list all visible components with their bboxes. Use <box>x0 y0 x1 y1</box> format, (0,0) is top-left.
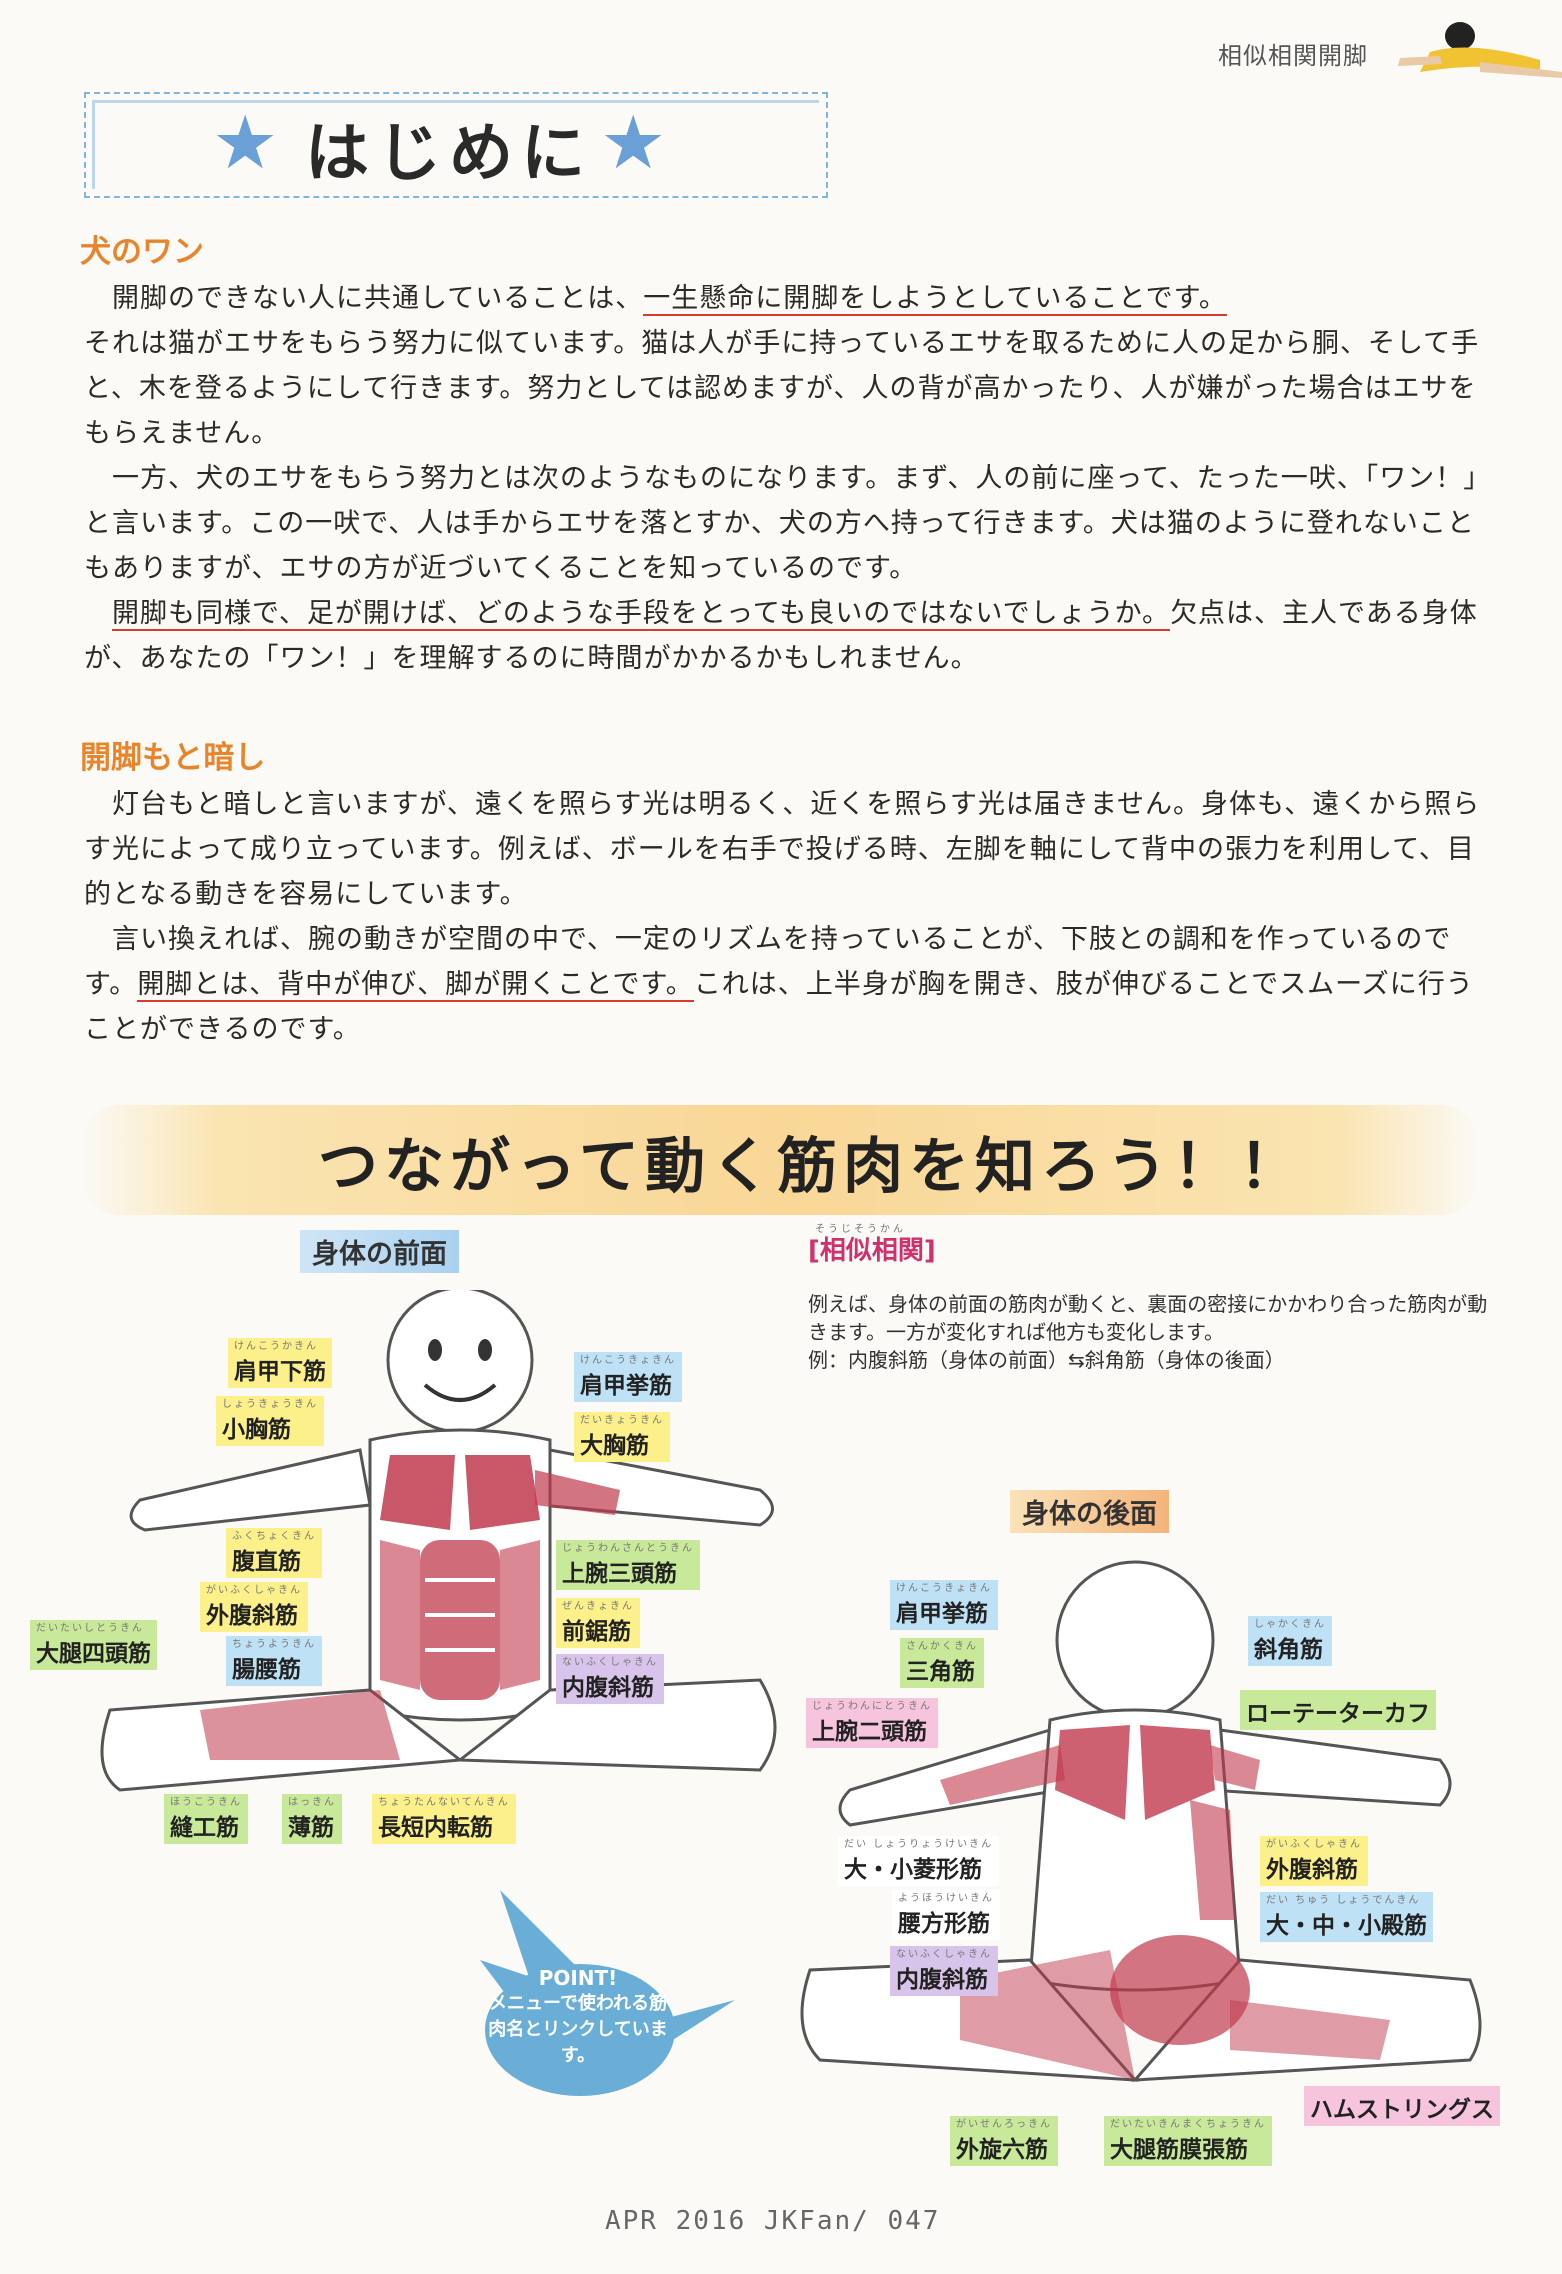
underlined-text: 開脚とは、背中が伸び、脚が開くことです。 <box>137 969 694 1002</box>
similarity-body: 例えば、身体の前面の筋肉が動くと、裏面の密接にかかわり合った筋肉が動きます。一方… <box>808 1292 1488 1344</box>
similarity-text: 例えば、身体の前面の筋肉が動くと、裏面の密接にかかわり合った筋肉が動きます。一方… <box>808 1290 1488 1374</box>
section-label: 相似相関開脚 <box>1218 42 1368 70</box>
muscle-label: けんこうきょきん肩甲挙筋 <box>574 1352 682 1402</box>
underlined-text: 一生懸命に開脚をしようとしていることです。 <box>643 283 1227 316</box>
underlined-text: 開脚も同様で、足が開けば、どのような手段をとっても良いのではないでしょうか。 <box>112 598 1171 631</box>
title-frame <box>84 92 828 198</box>
section-heading: 開脚もと暗し <box>80 740 266 776</box>
muscle-label: ようほうけいきん腰方形筋 <box>892 1890 1000 1940</box>
body-text: 開脚のできない人に共通していることは、 <box>112 283 644 314</box>
muscle-label: けんこうきょきん肩甲挙筋 <box>890 1580 998 1630</box>
point-bubble-text: POINT! メニューで使われる筋肉名とリンクしています。 <box>488 1965 668 2069</box>
similarity-title: [相似相関] <box>808 1236 936 1266</box>
muscle-label: だいたいきんまくちょうきん大腿筋膜張筋 <box>1104 2116 1272 2166</box>
section-body: 灯台もと暗しと言いますが、遠くを照らす光は明るく、近くを照らす光は届きません。身… <box>84 782 1494 1052</box>
muscle-label: だいたいしとうきん大腿四頭筋 <box>30 1620 157 1670</box>
star-icon: ★ <box>600 100 667 186</box>
star-icon: ★ <box>212 100 279 186</box>
page-footer: APR 2016 JKFan/ 047 <box>605 2206 941 2236</box>
similarity-ruby: そうじそうかん <box>815 1224 906 1235</box>
section-body: 開脚のできない人に共通していることは、一生懸命に開脚をしようとしていることです。… <box>84 276 1494 681</box>
similarity-example: 例：内腹斜筋（身体の前面）⇆斜角筋（身体の後面） <box>808 1348 1285 1372</box>
muscle-label: だいきょうきん大胸筋 <box>574 1412 670 1462</box>
front-view-title: 身体の前面 <box>300 1230 459 1273</box>
point-title: POINT! <box>538 1966 618 1990</box>
muscle-label: じょうわんさんとうきん上腕三頭筋 <box>556 1540 700 1590</box>
muscle-label: がいせんろっきん外旋六筋 <box>950 2116 1058 2166</box>
muscle-label: ハムストリングス <box>1304 2086 1500 2126</box>
muscle-label: だい しょうりょうけいきん大・小菱形筋 <box>838 1836 1000 1886</box>
front-body-illustration <box>100 1290 777 1792</box>
body-text: これは、上半身が胸を開き、肢が伸びることでスムーズに行うことができるのです。 <box>84 969 1474 1045</box>
body-text: 欠点は、主人である身体が、あなたの「ワン！」を理解するのに時間がかかるかもしれま… <box>84 598 1478 674</box>
muscle-label: はっきん薄筋 <box>282 1794 342 1844</box>
muscle-label: ローテーターカフ <box>1240 1690 1436 1730</box>
muscle-label: じょうわんにとうきん上腕二頭筋 <box>806 1698 938 1748</box>
muscle-label: ないふくしゃきん内腹斜筋 <box>556 1654 664 1704</box>
stretch-figure-icon <box>1398 22 1562 78</box>
back-body-illustration <box>800 1560 1482 2082</box>
muscle-label: ふくちょくきん腹直筋 <box>226 1528 322 1578</box>
banner-background <box>80 1105 1480 1215</box>
muscle-label: ちょうようきん腸腰筋 <box>226 1636 322 1686</box>
muscle-label: しゃかくきん斜角筋 <box>1248 1616 1332 1666</box>
page-title: はじめに <box>305 117 593 191</box>
muscle-label: ぜんきょきん前鋸筋 <box>556 1598 640 1648</box>
section-heading: 犬のワン <box>80 234 204 270</box>
point-body: メニューで使われる筋肉名とリンクしています。 <box>488 1993 668 2066</box>
back-view-title: 身体の後面 <box>1010 1490 1169 1533</box>
body-text: それは猫がエサをもらう努力に似ています。猫は人が手に持っているエサを取るために人… <box>84 328 1480 449</box>
muscle-label: がいふくしゃきん外腹斜筋 <box>1260 1836 1368 1886</box>
body-text: 灯台もと暗しと言いますが、遠くを照らす光は明るく、近くを照らす光は届きません。身… <box>84 789 1481 910</box>
body-text: 言い換えれば、腕の動きが空間の中で、一定のリズムを持っていることが、下肢との調和… <box>84 924 1452 1000</box>
banner-title: つながって動く筋肉を知ろう！！ <box>318 1132 1305 1202</box>
title-frame-shadow <box>92 100 819 189</box>
muscle-label: だい ちゅう しょうでんきん大・中・小殿筋 <box>1260 1892 1433 1942</box>
muscle-label: ないふくしゃきん内腹斜筋 <box>890 1946 998 1996</box>
muscle-label: さんかくきん三角筋 <box>900 1638 984 1688</box>
body-text: 一方、犬のエサをもらう努力とは次のようなものになります。まず、人の前に座って、た… <box>84 463 1492 584</box>
muscle-label: がいふくしゃきん外腹斜筋 <box>200 1582 308 1632</box>
muscle-label: けんこうかきん肩甲下筋 <box>228 1338 332 1388</box>
muscle-label: ちょうたんないてんきん長短内転筋 <box>372 1794 516 1844</box>
muscle-label: ほうこうきん縫工筋 <box>164 1794 248 1844</box>
muscle-label: しょうきょうきん小胸筋 <box>216 1396 324 1446</box>
point-bubble <box>480 1870 735 2096</box>
